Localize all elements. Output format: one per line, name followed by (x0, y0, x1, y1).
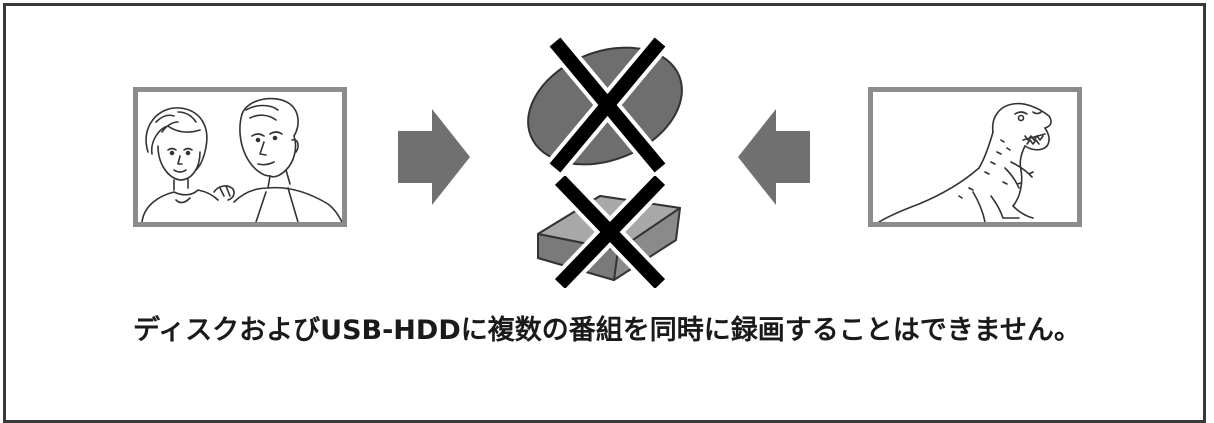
cross-icon (552, 176, 668, 288)
dinosaur-scene-panel (868, 87, 1082, 227)
people-scene-icon (141, 97, 342, 222)
people-scene-panel (133, 87, 347, 227)
dinosaur-scene-icon (878, 102, 1052, 222)
arrow-right-icon (398, 109, 470, 205)
usb-hdd-icon (537, 176, 681, 288)
disc-icon (527, 34, 683, 175)
cross-icon (546, 34, 669, 175)
caption-text: ディスクおよびUSB-HDDに複数の番組を同時に録画することはできません。 (133, 315, 1081, 346)
arrow-left-icon (738, 109, 810, 205)
